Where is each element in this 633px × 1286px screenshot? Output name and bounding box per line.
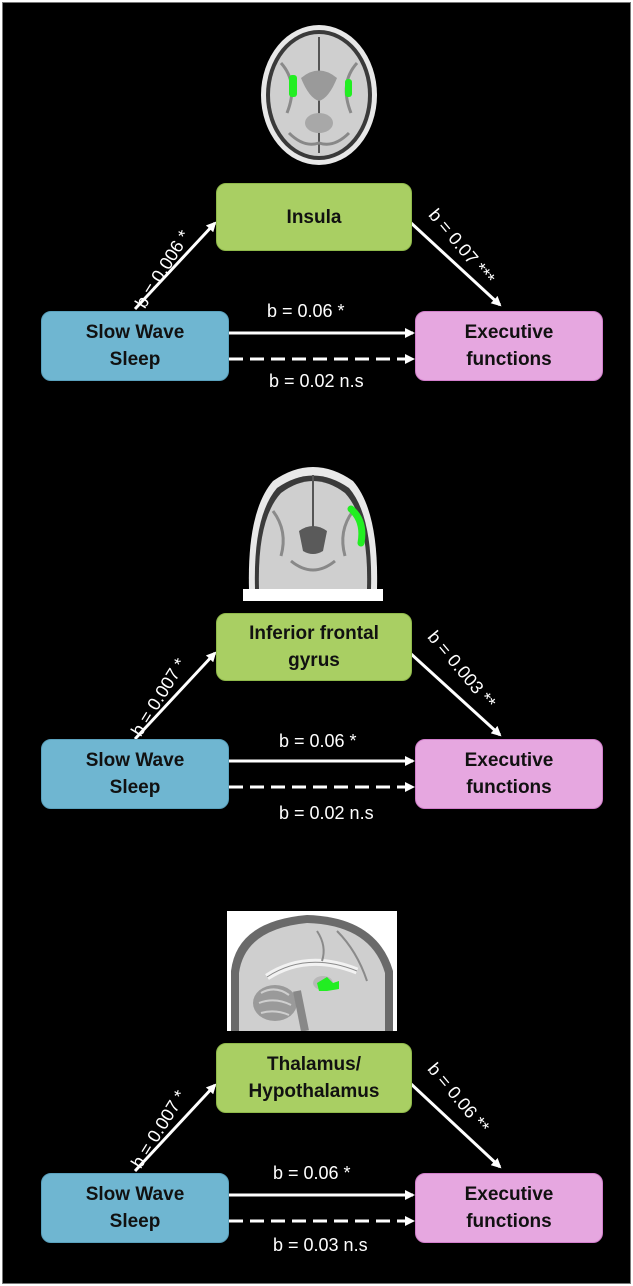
- total-effect-label: b = 0.06 *: [267, 301, 345, 321]
- total-effect-label: b = 0.06 *: [273, 1163, 351, 1183]
- panel-arrows: [133, 651, 502, 792]
- panel-arrows: [133, 220, 502, 364]
- direct-effect-label: b = 0.03 n.s: [273, 1235, 368, 1255]
- mediator-box: Inferior frontal gyrus: [216, 613, 412, 681]
- predictor-box: Slow Wave Sleep: [41, 739, 229, 809]
- insula-highlight-right: [345, 79, 352, 97]
- direct-effect-label: b = 0.02 n.s: [279, 803, 374, 823]
- direct-effect-label: b = 0.02 n.s: [269, 371, 364, 391]
- brain-sagittal-image: [227, 911, 397, 1031]
- predictor-box: Slow Wave Sleep: [41, 1173, 229, 1243]
- outcome-box: Executive functions: [415, 739, 603, 809]
- mediation-panel-thalamus: Thalamus/ Hypothalamus Slow Wave Sleep E…: [3, 861, 630, 1281]
- total-effect-label: b = 0.06 *: [279, 731, 357, 751]
- predictor-box: Slow Wave Sleep: [41, 311, 229, 381]
- path-a-arrow: [133, 221, 217, 311]
- path-b-arrow: [408, 220, 502, 307]
- ifg-highlight: [347, 505, 366, 547]
- mediation-panel-ifg: Inferior frontal gyrus Slow Wave Sleep E…: [3, 431, 630, 851]
- path-b-arrow: [408, 1081, 502, 1169]
- panel-arrows: [133, 1081, 502, 1226]
- thalamus-highlight: [317, 977, 339, 991]
- outcome-box: Executive functions: [415, 311, 603, 381]
- mediator-box: Thalamus/ Hypothalamus: [216, 1043, 412, 1113]
- mediator-box: Insula: [216, 183, 412, 251]
- path-a-arrow: [133, 651, 217, 741]
- brain-axial-image: [261, 25, 377, 165]
- brain-coronal-image: [243, 467, 383, 601]
- path-b-arrow: [408, 651, 502, 737]
- mediation-panel-insula: Insula Slow Wave Sleep Executive functio…: [3, 3, 630, 423]
- insula-highlight-left: [289, 75, 297, 97]
- path-a-arrow: [133, 1083, 217, 1173]
- outcome-box: Executive functions: [415, 1173, 603, 1243]
